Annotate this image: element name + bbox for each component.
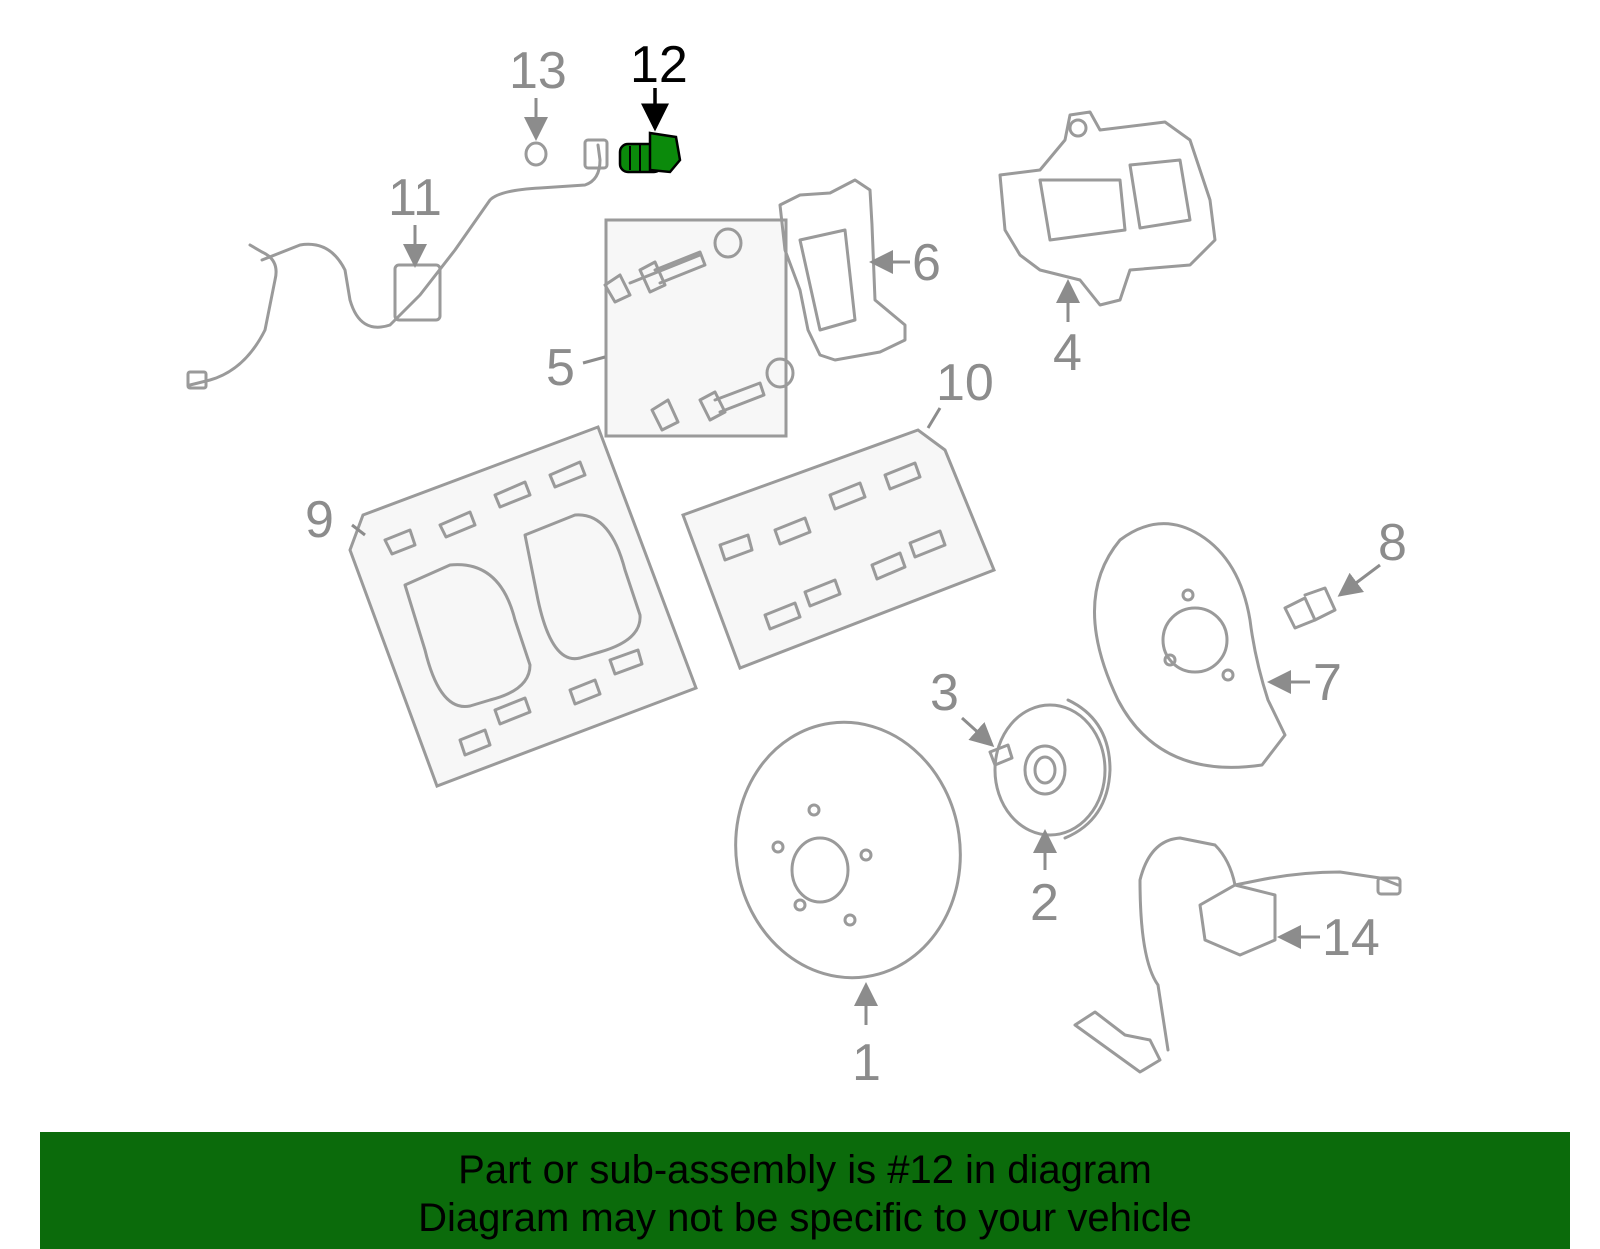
brake-assembly-diagram: 13 12 11 6 4 5 10 9 8 7 3 2 1 14 — [186, 36, 1407, 1092]
callout-4: 4 — [1053, 324, 1082, 382]
part-12-banjo-bolt[interactable] — [618, 131, 682, 174]
leader-3 — [960, 716, 995, 748]
callout-2: 2 — [1030, 874, 1059, 932]
part-10-pad-clip-kit[interactable] — [681, 428, 996, 670]
part-6-caliper-bracket[interactable] — [778, 178, 907, 362]
part-8-bolt[interactable] — [1283, 586, 1337, 630]
callout-14: 14 — [1322, 909, 1380, 967]
part-3-wheel-stud[interactable] — [988, 743, 1014, 767]
part-5-hardware-kit[interactable] — [603, 218, 795, 438]
callout-3: 3 — [930, 664, 959, 722]
part-1-brake-rotor[interactable] — [719, 708, 976, 993]
callout-12: 12 — [630, 36, 688, 94]
callout-5: 5 — [546, 339, 575, 397]
banner-line-2: Diagram may not be specific to your vehi… — [418, 1196, 1192, 1240]
callout-8: 8 — [1378, 514, 1407, 572]
callout-7: 7 — [1313, 654, 1342, 712]
leader-9 — [351, 523, 366, 537]
banner-line-1: Part or sub-assembly is #12 in diagram — [458, 1148, 1152, 1192]
callout-11: 11 — [388, 169, 442, 227]
leader-10 — [926, 407, 942, 429]
part-4-brake-caliper[interactable] — [998, 110, 1217, 307]
leader-8 — [1337, 563, 1381, 597]
part-11-brake-hose[interactable] — [186, 138, 609, 390]
leader-5 — [582, 355, 606, 365]
part-7-dust-shield[interactable] — [1093, 522, 1287, 769]
part-13-washer[interactable] — [524, 141, 548, 167]
part-2-wheel-hub[interactable] — [993, 698, 1112, 840]
callout-1: 1 — [852, 1034, 881, 1092]
part-9-brake-pad-kit[interactable] — [348, 425, 698, 788]
callout-10: 10 — [936, 354, 994, 412]
callout-13: 13 — [509, 42, 567, 100]
callout-9: 9 — [305, 491, 334, 549]
part-14-abs-sensor[interactable] — [1073, 836, 1402, 1074]
callout-6: 6 — [912, 234, 941, 292]
info-banner: Part or sub-assembly is #12 in diagram D… — [40, 1132, 1570, 1249]
